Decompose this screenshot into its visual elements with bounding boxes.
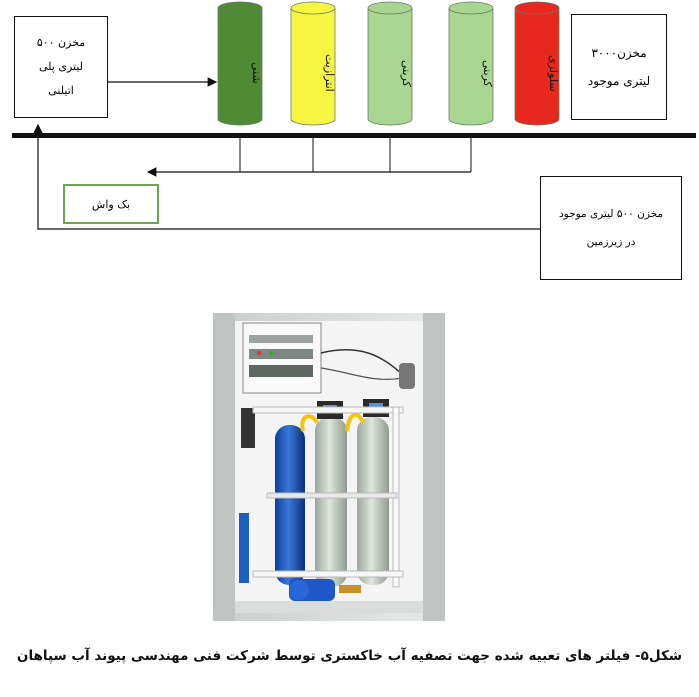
sand-filter-label: شنی <box>250 62 263 84</box>
carbon-filter-2-cylinder <box>448 1 494 126</box>
cellulose-filter-top <box>514 1 560 15</box>
tank-500-basement: مخزن ۵۰۰ لیتری موجود در زیرزمین <box>540 176 682 280</box>
anthracite-filter-cylinder <box>290 1 336 126</box>
sand-filter-top <box>217 1 263 15</box>
carbon-filter-1-top <box>367 1 413 15</box>
tank-basement-line-2: در زیرزمین <box>586 236 636 248</box>
filter-cabinet-photo <box>213 313 445 621</box>
tank-basement-line-1: مخزن ۵۰۰ لیتری موجود <box>558 208 664 220</box>
tank-3000-existing: مخزن۳۰۰۰ لیتری موجود <box>571 14 667 120</box>
anthracite-filter-top <box>290 1 336 15</box>
carbon-filter-2-top <box>448 1 494 15</box>
tank-500-line-1: مخزن ۵۰۰ <box>36 36 86 49</box>
tank-3000-line-2: لیتری موجود <box>587 74 651 88</box>
cellulose-filter-label: سلولزی <box>547 54 560 92</box>
sand-filter-cylinder <box>217 1 263 126</box>
cellulose-filter-cylinder <box>514 1 560 126</box>
anthracite-filter-body <box>290 7 336 126</box>
carbon-filter-1-body <box>367 7 413 126</box>
figure-caption: شکل۵- فیلتر های تعبیه شده جهت تصفیه آب خ… <box>16 648 683 664</box>
tank-500-line-3: اتیلنی <box>48 84 74 97</box>
return-line <box>33 123 540 230</box>
filtration-diagram <box>12 1 696 230</box>
anthracite-filter-label: انترازیت <box>323 54 336 92</box>
carbon-filter-1-cylinder <box>367 1 413 126</box>
backwash-label: بک واش <box>91 197 131 211</box>
sand-filter-body <box>217 7 263 126</box>
cellulose-filter-body <box>514 7 560 126</box>
filter-cylinders <box>217 1 560 126</box>
carbon-filter-2-body <box>448 7 494 126</box>
tank-500-line-2: لیتری پلی <box>38 60 84 73</box>
carbon-filter-1-label: کربنی <box>400 59 413 87</box>
main-pipe <box>12 133 696 138</box>
cabinet-illustration <box>213 313 445 621</box>
backwash-box: بک واش <box>63 184 159 224</box>
tank-3000-line-1: مخزن۳۰۰۰ <box>591 46 647 60</box>
tank-500-polyethylene: مخزن ۵۰۰ لیتری پلی اتیلنی <box>14 16 108 118</box>
carbon-filter-2-label: کربنی <box>481 59 494 87</box>
